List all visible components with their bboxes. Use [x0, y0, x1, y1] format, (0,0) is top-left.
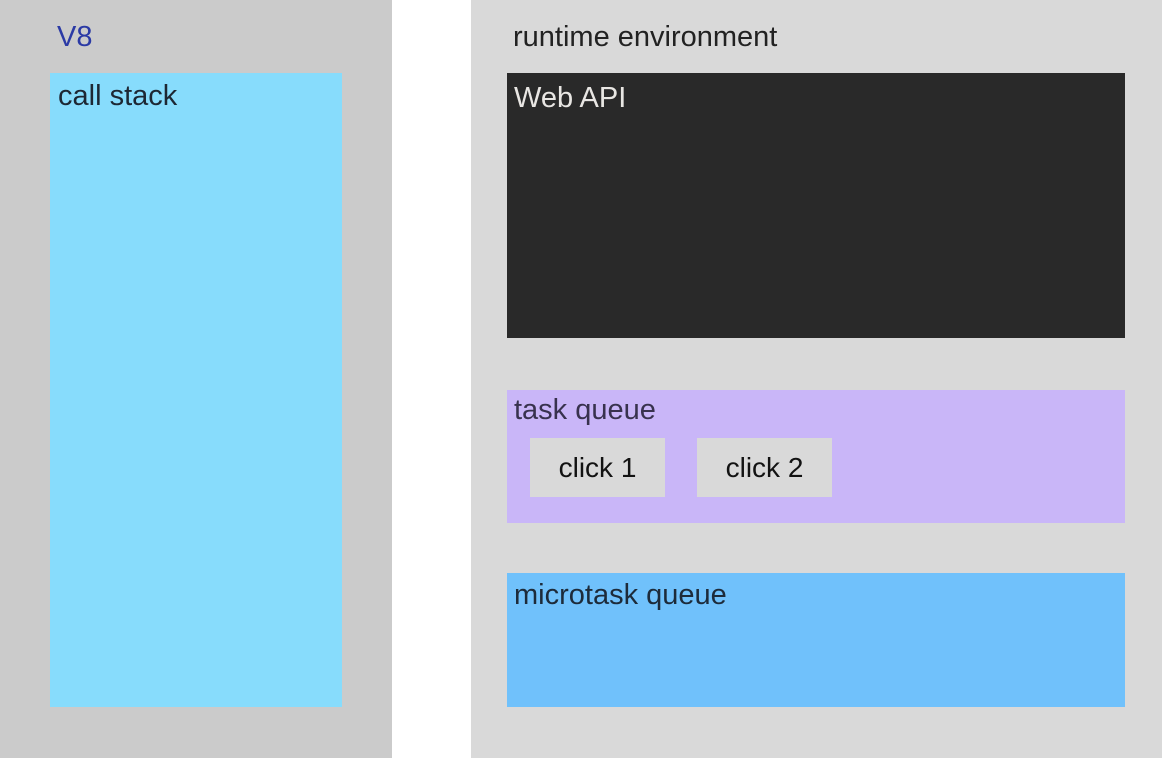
runtime-environment-panel: runtime environment Web API task queue c… [471, 0, 1162, 758]
task-queue-box: task queue click 1 click 2 [507, 390, 1125, 523]
task-queue-items: click 1 click 2 [530, 438, 832, 497]
task-item-click-2: click 2 [697, 438, 832, 497]
web-api-label: Web API [514, 82, 627, 114]
v8-panel-title: V8 [57, 21, 93, 53]
web-api-box: Web API [507, 73, 1125, 338]
task-item-click-1: click 1 [530, 438, 665, 497]
microtask-queue-box: microtask queue [507, 573, 1125, 707]
call-stack-label: call stack [58, 80, 178, 112]
v8-engine-panel: V8 call stack [0, 0, 392, 758]
task-queue-label: task queue [514, 394, 656, 426]
call-stack-box: call stack [50, 73, 342, 707]
runtime-environment-title: runtime environment [513, 21, 778, 53]
microtask-queue-label: microtask queue [514, 579, 727, 611]
